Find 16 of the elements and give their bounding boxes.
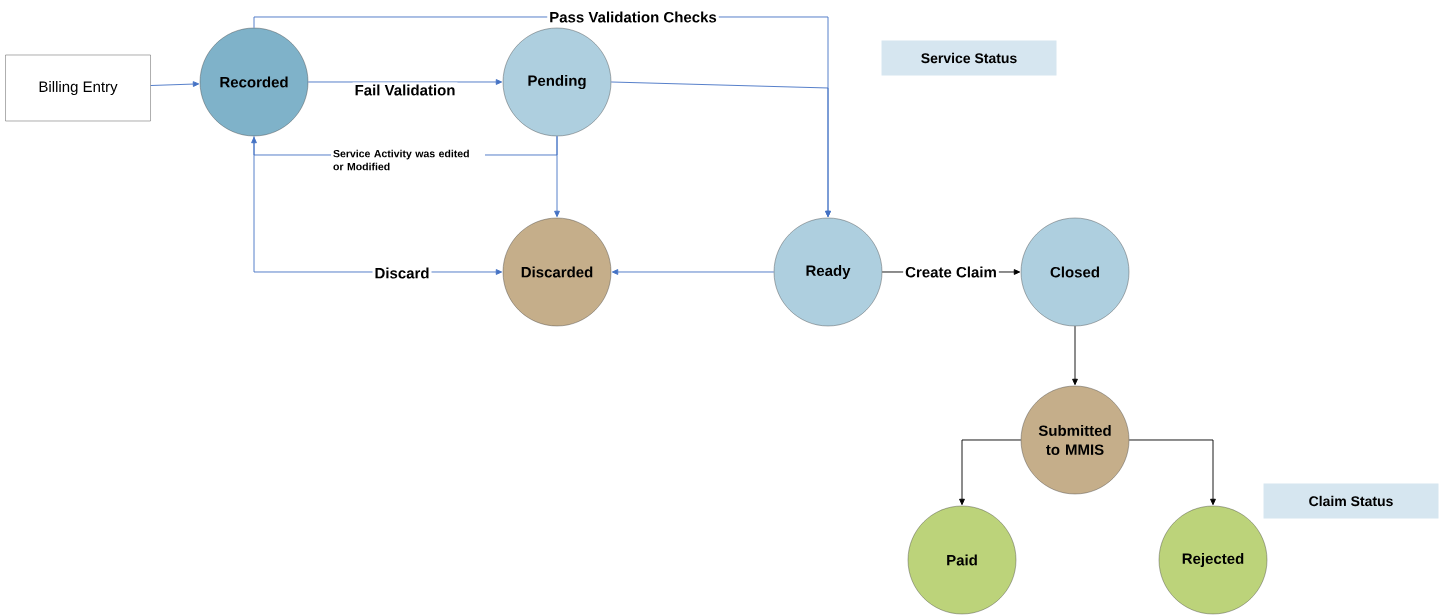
- arrow: [610, 81, 831, 218]
- edge-label: Fail Validation: [352, 82, 458, 98]
- arrow: [1128, 439, 1216, 506]
- arrow: [1072, 325, 1078, 386]
- status-band: Service Status: [881, 40, 1057, 76]
- edge-label: Create Claim: [903, 264, 999, 280]
- arrow: [307, 79, 503, 85]
- arrow: [959, 439, 1022, 506]
- edge-label: Discard: [372, 265, 432, 281]
- status-band: Claim Status: [1263, 483, 1439, 519]
- edge-label: Pass Validation Checks: [547, 9, 719, 25]
- arrow: [150, 81, 200, 87]
- edge-label: Service Activity was edited or Modified: [331, 147, 485, 173]
- entry-box: Billing Entry: [5, 54, 151, 122]
- arrow: [611, 269, 775, 275]
- arrow: [554, 135, 560, 218]
